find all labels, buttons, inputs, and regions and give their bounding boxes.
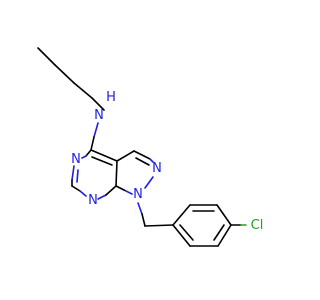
bond-n2-n1 (144, 176, 154, 189)
bond-n3-c2 (71, 165, 75, 181)
molecule-bonds (37, 47, 247, 247)
bond-ch2-ph (144, 224, 174, 227)
bond-c3a-c4-double (91, 156, 113, 166)
bond-n1p-c7a (123, 189, 133, 195)
bond-c3a-c3 (116, 150, 135, 162)
pyrimidine-n3-label: N (71, 152, 81, 167)
bond-c2-n1 (71, 185, 81, 192)
bond-c3-n2 (133, 150, 151, 160)
pyrazole-n2-label: N (152, 161, 162, 176)
pyrazole-n1-label: N (133, 187, 143, 202)
bond-c4-n3-b (81, 155, 87, 159)
bond-butyl-2 (54, 64, 75, 84)
bond-butyl-1 (37, 47, 56, 66)
bond-ph-inner-3 (179, 224, 194, 241)
bond-nh-c4 (93, 122, 99, 138)
molecule-diagram: N H N N N N Cl (37, 47, 264, 247)
bond-n1-c7a (97, 194, 107, 200)
bond-n1-c7a-b (105, 185, 117, 196)
bond-n1p-c7a-b (115, 185, 125, 191)
bond-n1p-ch2-b (141, 213, 146, 227)
bond-c3-n2-b (149, 158, 154, 163)
bond-n3-c2-double (76, 169, 79, 183)
bond-nh-c4-b (90, 136, 95, 151)
bond-ph-4 (217, 224, 232, 247)
bond-c4-n3 (85, 149, 92, 157)
bond-ph-1 (172, 204, 191, 226)
bond-c3a-c4 (90, 149, 118, 162)
bond-ph-3 (216, 204, 232, 226)
amine-n-label: N (94, 108, 104, 123)
bond-n1p-ch2 (137, 202, 143, 215)
pyrimidine-n1-label: N (88, 193, 98, 208)
bond-c2-n1-b (79, 190, 87, 197)
bond-c3-n2-double (135, 157, 150, 166)
bond-c7a-c3a (115, 160, 118, 187)
bond-ph-6 (172, 224, 191, 247)
amine-h-label: H (106, 90, 116, 105)
bond-butyl-nh (91, 97, 105, 111)
bond-butyl-3 (73, 82, 93, 99)
bond-ph-inner-2 (213, 224, 225, 241)
chlorine-label: Cl (250, 218, 264, 233)
